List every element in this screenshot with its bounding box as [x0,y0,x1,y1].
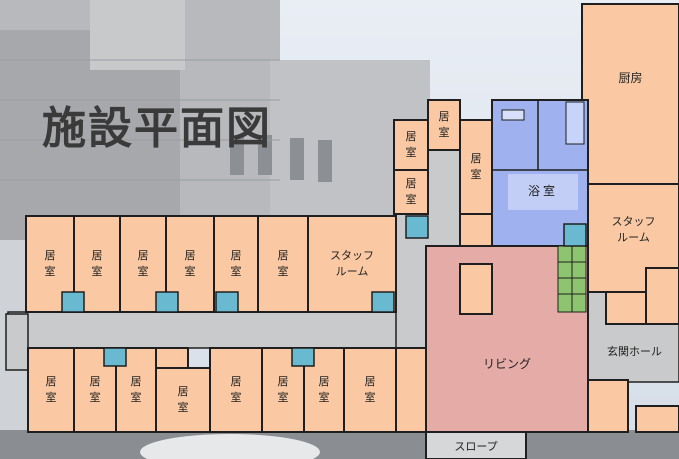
stair-grid [557,245,587,313]
kitchen-label: 厨房 [618,71,643,86]
room-b2-label: 居 室 [89,375,101,404]
room-b9 [395,347,427,433]
living-label: リビング [482,357,531,372]
window-3 [215,291,239,313]
window-7 [405,215,429,239]
room-v3 [427,99,461,151]
room-v2 [393,169,429,215]
room-t2-label: 居 室 [91,249,103,278]
room-t5-label: 居 室 [230,249,242,278]
room-b4 [155,367,211,433]
staff-room-left-label: スタッフ ルーム [330,249,374,278]
room-b1 [27,347,75,433]
slope [425,431,527,459]
room-b7-label: 居 室 [318,375,330,404]
room-v2-label: 居 室 [405,177,417,206]
room-b4-label: 居 室 [177,385,189,414]
bath-label-bg [508,174,578,210]
room-t1-label: 居 室 [44,249,56,278]
room-t4-label: 居 室 [184,249,196,278]
room-r3 [587,379,629,433]
room-b5 [209,347,263,433]
room-t6-label: 居 室 [277,249,289,278]
room-b4-top [155,347,189,369]
room-b3-label: 居 室 [130,375,142,404]
room-v3-label: 居 室 [438,110,450,139]
room-r4 [635,405,679,433]
window-5 [103,347,127,367]
window-4 [371,291,395,313]
room-b8-label: 居 室 [364,375,376,404]
window-6 [291,347,315,367]
bath-tub [501,109,525,121]
room-b6-label: 居 室 [277,375,289,404]
corridor-main [7,311,431,349]
entrance-hall-label: 玄関ホール [607,345,662,359]
living-stub [459,263,493,315]
corridor-stub [5,313,29,371]
bath-stairs [565,101,585,145]
room-r2 [645,267,679,325]
staff-room-right-label: スタッフ ルーム [611,215,656,244]
bath-label: 浴室 [527,184,558,199]
room-r1 [605,291,647,325]
window-8 [563,223,587,247]
slope-label: スロープ [454,440,498,454]
window-1 [61,291,85,313]
page-title: 施設平面図 [42,103,272,154]
room-v1-label: 居 室 [405,130,417,159]
room-v4-label: 居 室 [470,152,482,181]
kitchen [581,3,679,185]
room-t3-label: 居 室 [137,249,149,278]
window-2 [155,291,179,313]
room-b1-label: 居 室 [45,375,57,404]
room-b5-label: 居 室 [230,375,242,404]
